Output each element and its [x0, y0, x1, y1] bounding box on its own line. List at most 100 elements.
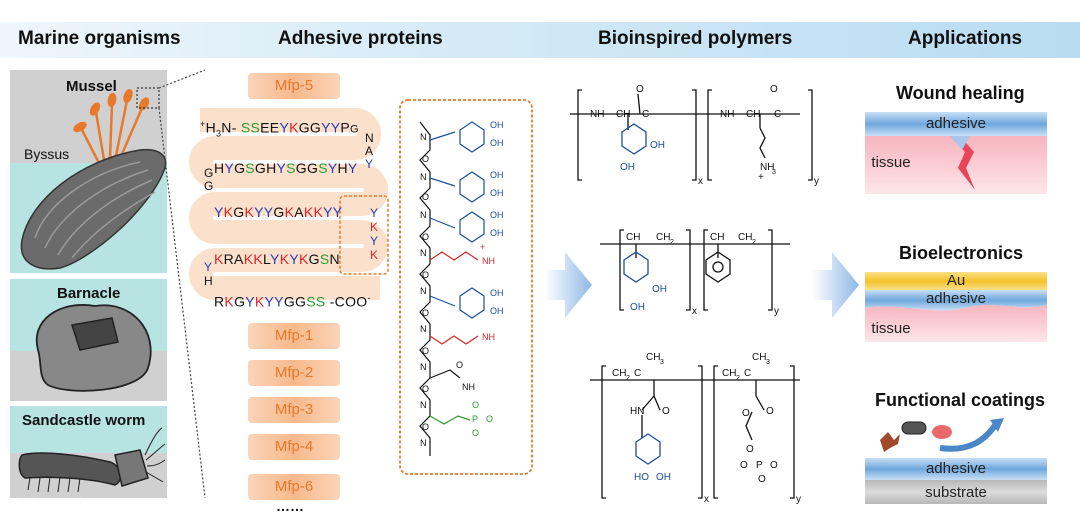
byssus-threads: [73, 89, 150, 166]
repel-arrow-icon: [939, 422, 999, 452]
arrow-to-polymers: [545, 252, 592, 318]
svg-text:P: P: [756, 460, 763, 471]
wound-tissue-layer: [865, 136, 1047, 194]
svg-text:O: O: [636, 84, 644, 95]
svg-text:2: 2: [670, 239, 674, 246]
worm-tentacles: [144, 427, 166, 483]
wound-cut: [950, 136, 975, 190]
mfp-3-label: Mfp-3: [248, 397, 340, 423]
svg-text:OH: OH: [652, 284, 667, 295]
svg-text:OH: OH: [490, 138, 504, 148]
svg-text:CH: CH: [710, 232, 724, 243]
bioelectronics-tissue-text: tissue: [871, 320, 911, 337]
mussel-zoom-box: [136, 87, 160, 109]
svg-text:CH: CH: [616, 109, 630, 120]
svg-text:OH: OH: [490, 210, 504, 220]
wound-adhesive-text: adhesive: [925, 115, 987, 132]
svg-text:C: C: [642, 109, 649, 120]
wound-tissue-text: tissue: [871, 154, 911, 171]
svg-text:NH: NH: [720, 109, 734, 120]
coatings-adhesive-text: adhesive: [925, 460, 987, 477]
svg-text:N: N: [420, 248, 427, 258]
svg-text:+: +: [480, 242, 485, 252]
svg-text:2: 2: [752, 239, 756, 246]
coatings-substrate-text: substrate: [925, 484, 987, 501]
sequence-row-4: KRAKKLYKYKGSN: [214, 251, 340, 267]
svg-text:O: O: [770, 460, 778, 471]
svg-text:CH: CH: [746, 109, 760, 120]
svg-text:O: O: [422, 384, 429, 394]
label-mussel: Mussel: [66, 78, 117, 95]
svg-text:OH: OH: [620, 162, 635, 173]
mussel-shell: [20, 148, 167, 270]
svg-text:O: O: [422, 192, 429, 202]
bacterium-icon: [901, 421, 927, 435]
svg-text:N: N: [420, 362, 427, 372]
svg-text:P: P: [472, 414, 478, 424]
cell-icon: [932, 425, 952, 439]
svg-text:CH: CH: [612, 368, 626, 379]
worm-legs: [27, 476, 81, 493]
header-band: [0, 22, 1080, 58]
svg-text:O: O: [758, 474, 766, 485]
worm-tube: [114, 449, 149, 487]
sequence-row-5: RKGYKYYGGSS -COO-: [214, 293, 371, 310]
mfp-1-label: Mfp-1: [248, 323, 340, 349]
title-bioelectronics: Bioelectronics: [899, 243, 1024, 263]
bioelectronics-tissue-layer: [865, 305, 1047, 342]
svg-text:O: O: [422, 422, 429, 432]
svg-text:OH: OH: [490, 288, 504, 298]
header-marine-organisms: Marine organisms: [18, 28, 181, 49]
svg-text:O: O: [472, 428, 479, 438]
svg-text:NH: NH: [482, 332, 495, 342]
svg-text:OH: OH: [630, 302, 645, 313]
mfp-2-label: Mfp-2: [248, 360, 340, 386]
barnacle-shell: [35, 304, 152, 392]
svg-text:x: x: [698, 176, 703, 187]
svg-text:N: N: [420, 172, 427, 182]
sequence-tube: [189, 108, 388, 300]
svg-text:CH: CH: [738, 232, 752, 243]
svg-text:OH: OH: [650, 140, 665, 151]
repel-arrow-head-icon: [990, 418, 1004, 432]
header-bioinspired-polymers: Bioinspired polymers: [598, 28, 793, 49]
svg-text:OH: OH: [490, 188, 504, 198]
svg-text:HO: HO: [634, 472, 649, 483]
svg-text:N: N: [420, 132, 427, 142]
svg-text:CH: CH: [626, 232, 640, 243]
mfp-5-label: Mfp-5: [248, 73, 340, 99]
bioelectronics-au-text: Au: [946, 272, 966, 289]
svg-text:y: y: [814, 176, 819, 187]
bioelectronics-adhesive-layer: [865, 290, 1047, 311]
svg-text:O: O: [422, 154, 429, 164]
svg-text:C: C: [744, 368, 751, 379]
svg-text:O: O: [422, 270, 429, 280]
zoom-line-top: [158, 69, 206, 89]
svg-text:N: N: [420, 438, 427, 448]
svg-text:3: 3: [660, 359, 664, 366]
svg-text:OH: OH: [656, 472, 671, 483]
svg-text:OH: OH: [490, 120, 504, 130]
svg-text:O: O: [740, 460, 748, 471]
mussel-shell-ridges: [34, 161, 156, 259]
sequence-row-3: YKGKYYGKAKKYY: [214, 204, 343, 220]
svg-text:O: O: [486, 414, 493, 424]
worm-panel-water: [10, 406, 167, 453]
svg-text:3: 3: [766, 359, 770, 366]
svg-text:C: C: [774, 109, 781, 120]
svg-text:CH: CH: [656, 232, 670, 243]
svg-text:N: N: [420, 400, 427, 410]
svg-text:NH: NH: [760, 162, 774, 173]
sequence-row-2: HYGSGHYSGGSYHY: [214, 160, 358, 176]
svg-text:y: y: [774, 306, 779, 317]
svg-text:+: +: [758, 172, 764, 183]
barnacle-opening: [71, 317, 119, 351]
coatings-substrate-layer: [865, 480, 1047, 504]
svg-text:2: 2: [736, 375, 740, 382]
